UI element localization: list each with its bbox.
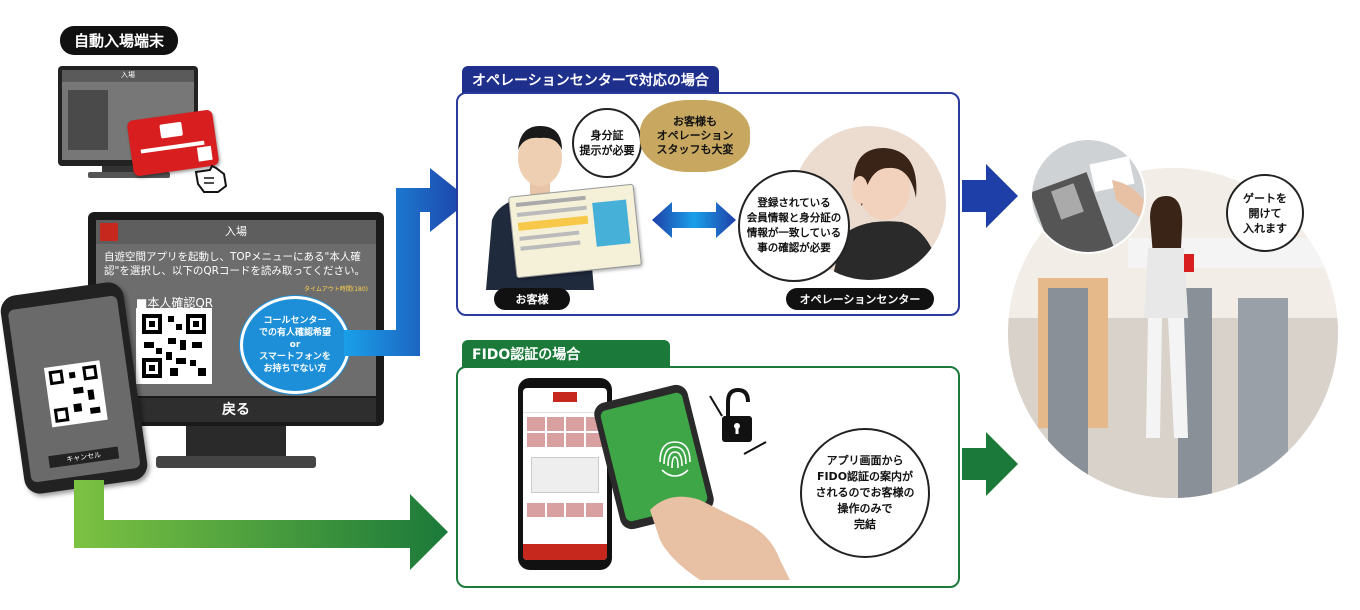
hand-illustration <box>650 496 790 580</box>
terminal-title: 自動入場端末 <box>60 26 179 55</box>
phone-qr <box>43 360 108 428</box>
back-button[interactable]: 戻る <box>96 398 376 422</box>
hand-pointer-icon <box>194 164 228 193</box>
burden-bubble: お客様も オペレーション スタッフも大変 <box>640 100 750 172</box>
qr-label: ■本人確認QR <box>136 296 214 310</box>
smartphone: キャンセル <box>0 280 150 496</box>
timeout-text: タイムアウト時間(180) <box>303 286 368 293</box>
fido-tab: FIDO認証の場合 <box>462 340 671 368</box>
gate-photo <box>1008 168 1338 498</box>
small-screen-header: 入場 <box>62 70 194 82</box>
customer-bubble: 身分証 提示が必要 <box>572 108 642 178</box>
fingerprint-icon <box>659 441 691 477</box>
instructions-text: 自遊空間アプリを起動し、TOPメニューにある"本人確認"を選択し、以下のQRコー… <box>104 251 366 277</box>
double-arrow-icon <box>652 202 736 238</box>
staff-label: オペレーションセンター <box>786 288 934 310</box>
gate-bubble: ゲートを 開けて 入れます <box>1226 174 1304 252</box>
id-card <box>508 183 642 279</box>
qr-code <box>136 308 212 384</box>
customer-label: お客様 <box>494 288 570 310</box>
unlock-icon <box>709 387 767 455</box>
app-logo-icon <box>100 223 118 241</box>
fido-bubble: アプリ画面から FIDO認証の案内が されるのでお客様の 操作のみで 完結 <box>800 428 930 558</box>
staff-bubble: 登録されている 会員情報と身分証の 情報が一致している 事の確認が必要 <box>738 170 850 282</box>
app-phone <box>518 378 612 570</box>
operation-center-tab: オペレーションセンターで対応の場合 <box>462 66 719 94</box>
screen-header: 入場 <box>225 225 247 238</box>
gate-closeup <box>1030 138 1146 254</box>
